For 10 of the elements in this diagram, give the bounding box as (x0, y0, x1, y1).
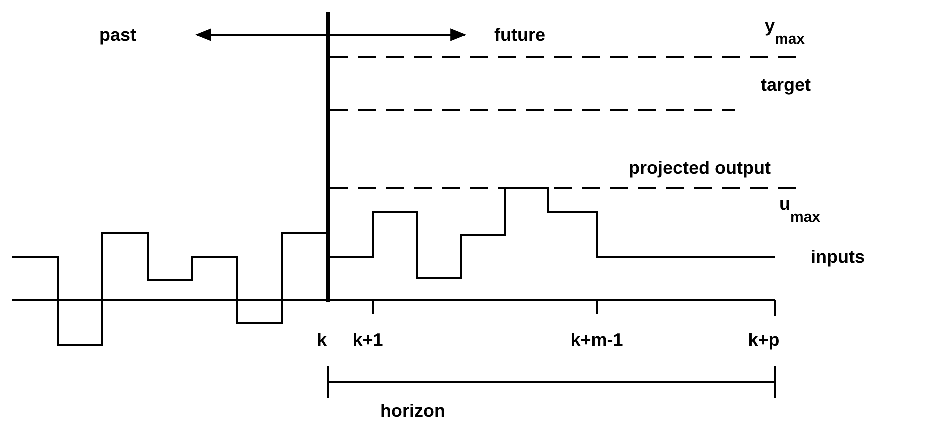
tick-label: k (317, 331, 327, 349)
bracket-label: horizon (380, 402, 446, 420)
direction-label: future (494, 26, 546, 44)
line-label: projected output (629, 159, 771, 177)
tick-label: k+m-1 (570, 331, 624, 349)
line-label: target (761, 76, 811, 94)
direction-label: past (100, 26, 136, 44)
tick-label: k+p (748, 331, 780, 349)
tick-label: k+1 (352, 331, 384, 349)
line-label: inputs (811, 248, 865, 266)
